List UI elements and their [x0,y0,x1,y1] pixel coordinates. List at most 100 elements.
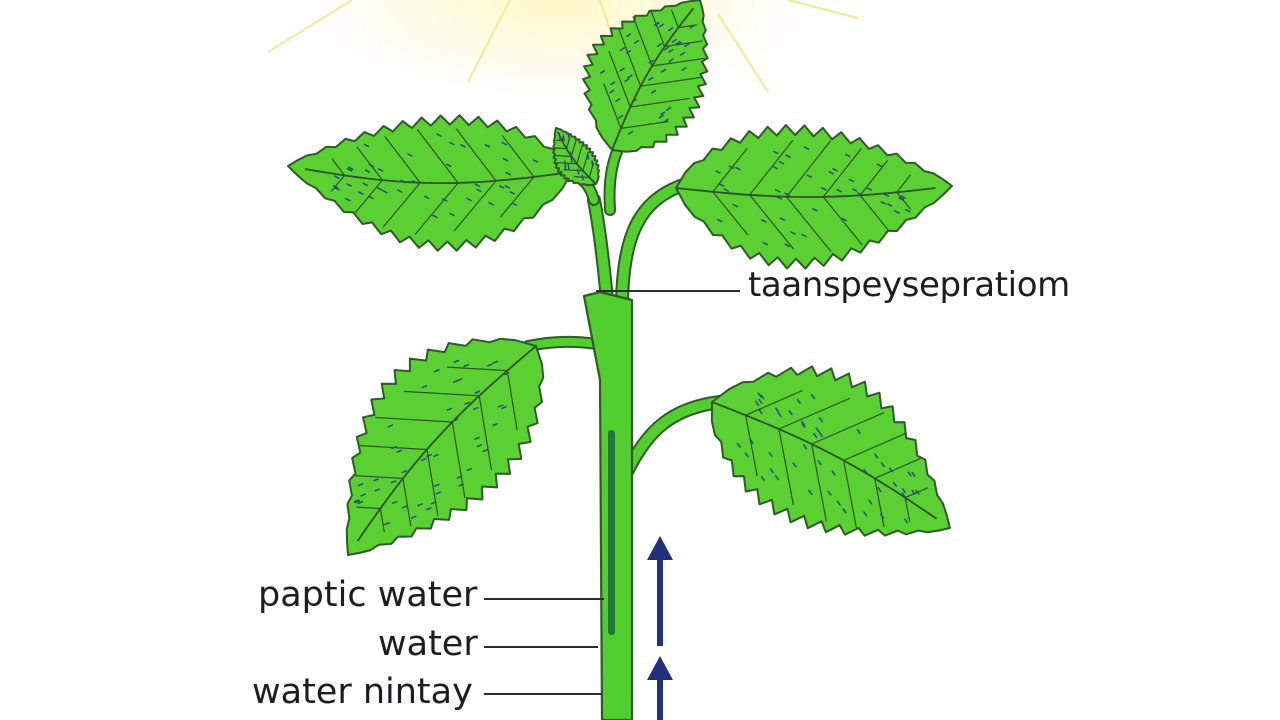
leaf-upper-right-stoma [790,231,796,235]
leaf-top-center-stoma [648,59,654,64]
leaf-top-center-stoma [618,114,624,119]
leaf-upper-right-stoma [844,153,851,158]
leaf-upper-left-vein [331,158,346,176]
leaf-lower-left-vein [375,416,453,423]
leaf-upper-right-stoma [828,171,835,175]
leaf-small-bud-midrib [556,131,597,185]
leaf-lower-left-stoma [472,406,479,411]
leaf-top-center-stoma [650,89,657,94]
leaf-lower-right-stoma [736,442,741,448]
leaf-lower-right-stoma [911,471,916,478]
leaf-lower-left-vein [447,366,508,372]
leaf-lower-left-stoma [474,436,480,440]
leaf-lower-left-stoma [474,390,481,394]
leaf-upper-left-stoma [511,202,517,206]
leaf-upper-left-stoma [346,167,353,172]
leaf-lower-left-stoma [501,405,507,410]
leaf-upper-left-stoma [532,159,539,163]
leaf-top-center-vein [664,40,703,48]
leaf-upper-left-stoma [376,186,383,191]
leaf-lower-left-stoma [426,453,432,458]
leaf-upper-left-stoma [488,201,494,206]
leaf-upper-left-vein [453,180,497,232]
leaf-upper-left-stoma [382,189,388,194]
leaf-lower-right-stoma [758,398,763,404]
leaf-upper-right-stoma [852,188,858,192]
leaf-top-center-vein [608,50,631,108]
leaf-lower-left-stoma [401,505,408,509]
leaf-upper-right-stoma [760,219,767,223]
leaf-lower-right-stoma [874,453,879,459]
leaf-upper-right-stoma [836,188,842,193]
leaf-top-center-stoma [624,78,630,83]
leaf-upper-left-stoma [466,197,472,202]
leaf-lower-right-stoma [863,468,868,474]
leaf-top-center-stoma [679,51,686,56]
leaf-lower-right-stoma [818,417,824,423]
leaf-top-center-stoma [600,69,606,74]
leaf-lower-left-stoma [452,418,459,422]
leaf-upper-right-stoma [894,210,900,214]
leaf-top-center-vein [603,83,622,129]
leaf-lower-left-vein [356,506,381,510]
leaf-upper-left-stoma [377,168,384,172]
leaf-lower-right-stoma [877,486,882,493]
leaf-upper-right-vein [786,140,831,198]
leaf-lower-right-stoma [796,398,801,404]
leaf-lower-right-vein [778,397,851,430]
leaf-upper-right-stoma [866,187,873,191]
leaf-top-center-stoma [654,22,660,27]
leaf-lower-right-vein [843,432,907,461]
leaf-lower-right-stoma [911,489,916,495]
leaf-upper-left-vein [382,182,421,228]
leaf-lower-left-vein [379,508,385,533]
leaf-lower-right-stoma [768,451,773,457]
leaf-upper-right-stoma [886,203,893,207]
leaf-lower-right-stoma [907,471,912,477]
leaf-upper-right-vein [712,147,748,193]
leaf-top-center-stoma [668,48,674,53]
leaf-lower-left-stoma [433,453,439,458]
leaf-top-center-stoma [633,39,640,44]
leaf-upper-left-vein [455,128,497,182]
leaf-upper-right-stoma [832,168,838,172]
leaf-lower-right-vein [811,412,885,445]
leaf-top-center-stoma [619,47,626,51]
leaf-lower-right-vein [745,390,803,416]
leaf-lower-left-vein [402,478,412,527]
leaf-lower-right-stoma [836,500,841,506]
leaf-top-center-stoma [663,46,670,51]
leaf-lower-right-stoma [880,513,885,519]
leaf-lower-left-stoma [487,363,493,367]
leaf-lower-right-stoma [842,508,847,514]
leaf-lower-left-stoma [464,401,470,405]
leaf-small-bud-vein [557,162,577,165]
leaf-small-bud-stoma [567,132,570,139]
leaf-upper-right-stoma [900,195,907,199]
leaf-upper-left-stoma [474,183,481,188]
leaf-upper-left-stoma [334,187,340,191]
leaf-lower-right-vein [904,497,911,522]
leaf-top-center-stoma [660,111,666,116]
leaf-upper-right-stoma [776,196,783,200]
leaf-upper-left-stoma [400,179,406,184]
leaf-top-center-stoma [671,38,677,43]
leaf-lower-left-stoma [387,424,394,428]
leaf-upper-left-stoma [411,180,418,184]
leaf-lower-left-stoma [456,475,463,479]
leaf-upper-left-stoma [346,183,352,187]
leaf-small-bud-vein [565,136,571,149]
leaf-upper-right-stoma [779,217,786,221]
leaf-lower-left-stoma [446,407,453,411]
leaf-lower-right-stoma [856,428,861,434]
plant-leaf-icon [287,0,953,556]
leaf-lower-right-stoma [827,490,832,496]
leaf-top-center-stoma [676,41,682,46]
leaf-upper-right-stoma [801,233,807,238]
leaf-lower-left-stoma [426,507,432,511]
leaf-lower-right-stoma [892,481,897,487]
leaf-upper-right-stoma [848,178,855,183]
leaf-lower-left-stoma [357,483,364,487]
leaf-lower-right-vein [874,478,885,528]
